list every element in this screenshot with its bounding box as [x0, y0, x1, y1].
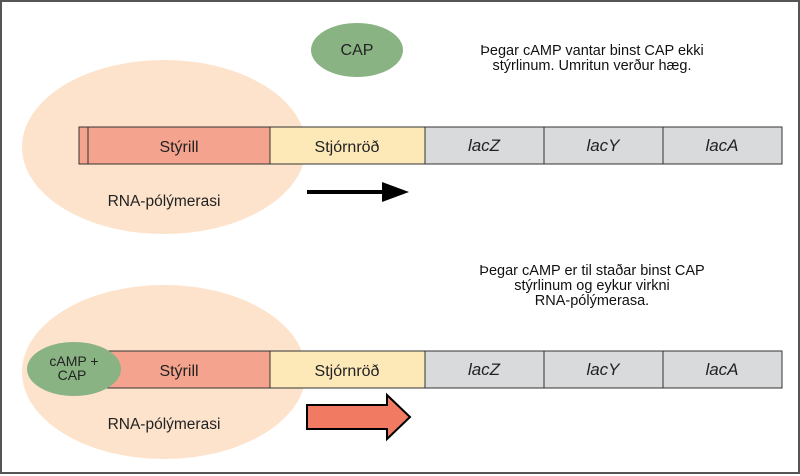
operator-box-bottom	[87, 350, 271, 389]
note-bottom-line1: Þegar cAMP er til staðar binst CAP	[479, 263, 705, 279]
note-top: Þegar cAMP vantar binst CAP ekki stýrlin…	[442, 44, 742, 74]
gene-label-lacy-bottom: lacY	[586, 360, 621, 379]
regulator-box-bottom	[269, 350, 426, 389]
gene-box-lacy-bottom	[543, 350, 664, 389]
gene-label-lacy-top: lacY	[586, 136, 621, 155]
transcription-arrow-low	[307, 182, 409, 202]
gene-label-lacz-bottom: lacZ	[468, 360, 501, 379]
camp-cap-label-line1: cAMP +	[49, 353, 98, 369]
polymerase-label-bottom: RNA-pólýmerasi	[108, 416, 221, 433]
gene-box-lacy-top	[543, 126, 664, 165]
gene-label-laca-top: lacA	[705, 136, 738, 155]
note-bottom-line2: stýrlinum og eykur virkni	[514, 278, 670, 294]
note-bottom-line3: RNA-pólýmerasa.	[534, 293, 650, 309]
camp-cap-label-line2: CAP	[58, 367, 87, 383]
polymerase-label-top: RNA-pólýmerasi	[108, 193, 221, 210]
note-top-line2: stýrlinum. Umritun verður hæg.	[492, 58, 692, 74]
cap-ellipse-top	[311, 23, 403, 77]
note-bottom: Þegar cAMP er til staðar binst CAP stýrl…	[442, 264, 742, 309]
gene-box-lacz-top	[424, 126, 545, 165]
gene-label-laca-bottom: lacA	[705, 360, 738, 379]
regulator-box-top	[269, 126, 426, 165]
regulator-label-top: Stjórnröð	[315, 139, 380, 156]
regulator-label-bottom: Stjórnröð	[315, 363, 380, 380]
gene-box-laca-top	[662, 126, 783, 165]
cap-label-top: CAP	[341, 42, 374, 59]
gene-box-lacz-bottom	[424, 350, 545, 389]
gene-box-laca-bottom	[662, 350, 783, 389]
gene-label-lacz-top: lacZ	[468, 136, 501, 155]
operator-label-top: Stýrill	[159, 139, 198, 156]
transcription-arrow-high	[306, 392, 412, 442]
note-top-line1: Þegar cAMP vantar binst CAP ekki	[480, 43, 704, 59]
camp-cap-ellipse-bottom	[27, 342, 121, 396]
operator-label-bottom: Stýrill	[159, 363, 198, 380]
